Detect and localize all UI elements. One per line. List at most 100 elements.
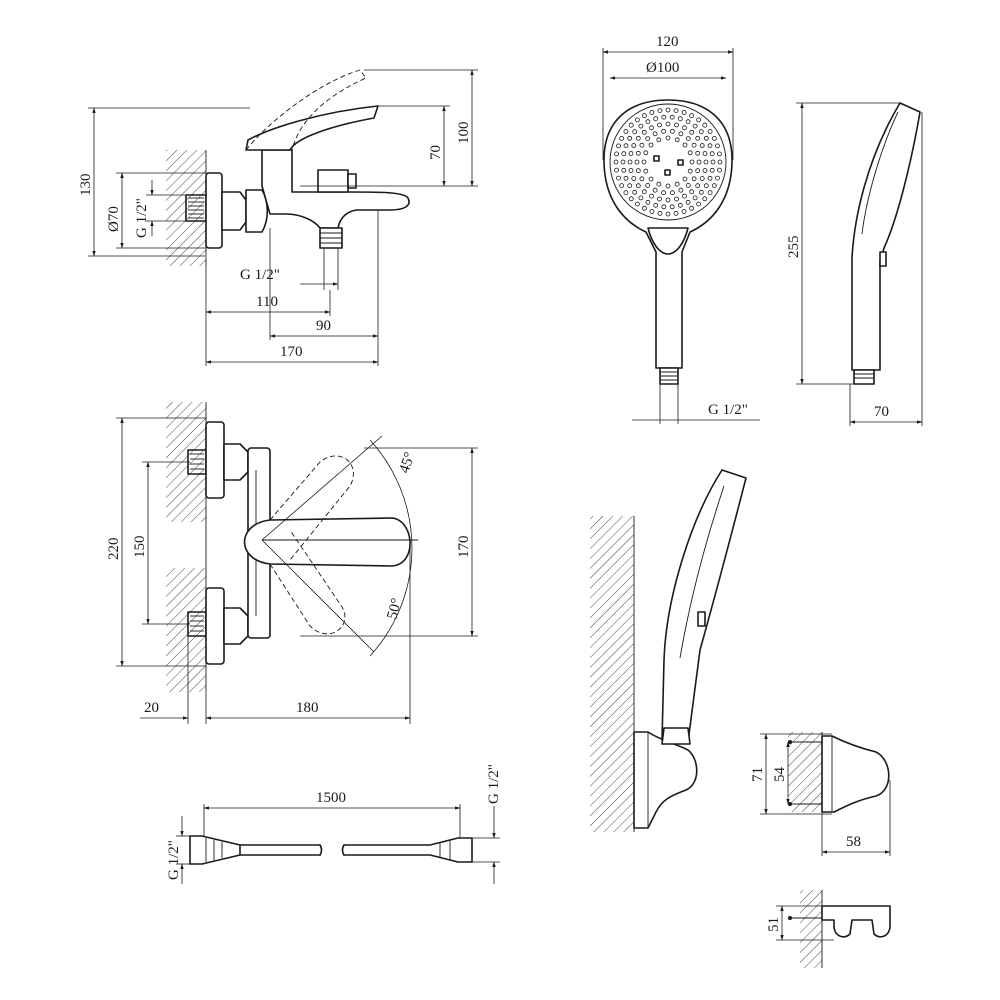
nozzle (689, 205, 694, 211)
dim-255: 255 (786, 236, 802, 259)
nozzle (685, 182, 691, 188)
nozzle (619, 135, 625, 141)
nozzle (665, 197, 671, 203)
nozzle (674, 181, 680, 187)
nozzle (614, 167, 619, 173)
nozzle (616, 175, 621, 181)
nozzle (645, 136, 651, 142)
dim-180: 180 (296, 700, 319, 716)
nozzle (699, 143, 705, 148)
nozzle (628, 168, 634, 173)
nozzle (717, 167, 722, 173)
dim-g12-side: G 1/2" (134, 198, 150, 238)
nozzle (641, 159, 647, 165)
nozzle (698, 129, 704, 135)
nozzle (661, 204, 667, 210)
nozzle (653, 202, 659, 208)
mixer-side-view: G 1/2" 130 Ø70 G 1/2" 100 70 110 90 (78, 69, 478, 366)
nozzle (623, 128, 629, 134)
nozzle (657, 108, 663, 113)
nozzle (645, 119, 651, 125)
nozzle (613, 159, 619, 165)
nozzle (702, 196, 708, 202)
dim-50deg: 50° (384, 597, 405, 621)
nozzle (696, 159, 702, 165)
nozzle (649, 209, 655, 214)
dim-g12-hand: G 1/2" (708, 402, 748, 418)
nozzle (653, 116, 659, 122)
nozzle (619, 183, 625, 189)
nozzle (691, 142, 697, 148)
nozzle (695, 135, 701, 141)
nozzle (715, 175, 720, 181)
nozzle (641, 129, 647, 135)
nozzle (707, 175, 713, 181)
nozzle (687, 168, 693, 174)
wall-hatch-bottom (166, 568, 206, 692)
nozzle (642, 205, 647, 211)
dim-70-hand: 70 (874, 404, 889, 420)
nozzle (696, 117, 701, 123)
dim-120: 120 (656, 34, 679, 50)
nozzle (649, 110, 655, 115)
nozzle (645, 182, 651, 188)
nozzle (717, 151, 722, 157)
nozzle (689, 113, 694, 119)
nozzle (661, 114, 667, 120)
nozzle (638, 123, 644, 129)
nozzle (711, 183, 717, 189)
nozzle (628, 151, 634, 156)
wall-hatch-top-detail (800, 890, 822, 968)
dim-170-bottom: 170 (280, 344, 303, 360)
nozzle (621, 167, 627, 173)
shower-hose: 1500 G 1/2" G 1/2" (166, 764, 502, 884)
nozzle (707, 143, 713, 149)
nozzle (669, 204, 675, 210)
nozzle (665, 183, 671, 189)
dim-70-spout: 70 (428, 145, 444, 160)
nozzle (643, 150, 649, 156)
dim-100: 100 (456, 122, 472, 145)
nozzle (649, 125, 654, 131)
nozzle (682, 125, 687, 131)
nozzle (639, 176, 645, 182)
wall-hatch-detail (788, 732, 822, 812)
nozzle (620, 159, 626, 165)
nozzle (709, 167, 715, 173)
nozzle (703, 135, 709, 141)
nozzle (638, 195, 644, 201)
hand-shower-side: 255 70 (786, 102, 923, 426)
nozzle (685, 199, 691, 205)
mixer-front-view: 45° 50° 220 150 170 20 180 (106, 402, 478, 724)
nozzle (682, 176, 688, 182)
nozzle (652, 131, 658, 137)
nozzle (692, 123, 698, 129)
nozzle (689, 189, 695, 195)
nozzle (707, 128, 713, 134)
nozzle (702, 151, 708, 156)
holder-side-detail: 71 54 58 (750, 732, 891, 856)
nozzle (691, 176, 697, 182)
nozzle (628, 196, 634, 202)
dim-45deg: 45° (397, 450, 419, 475)
nozzle (645, 199, 651, 205)
nozzle (670, 128, 675, 134)
wall-hatch-holder (590, 516, 634, 832)
nozzle (657, 122, 662, 128)
nozzle (635, 150, 641, 156)
nozzle (628, 122, 634, 128)
nozzle (703, 183, 709, 189)
nozzle (665, 135, 671, 141)
nozzle (632, 129, 638, 135)
nozzle (682, 193, 687, 199)
nozzle (695, 150, 701, 156)
nozzle (678, 131, 684, 137)
nozzle (623, 175, 629, 181)
dim-51: 51 (766, 917, 782, 932)
nozzle (649, 193, 654, 199)
nozzle (695, 168, 701, 174)
nozzle (639, 142, 645, 148)
nozzle (715, 143, 720, 149)
nozzle (631, 143, 637, 148)
